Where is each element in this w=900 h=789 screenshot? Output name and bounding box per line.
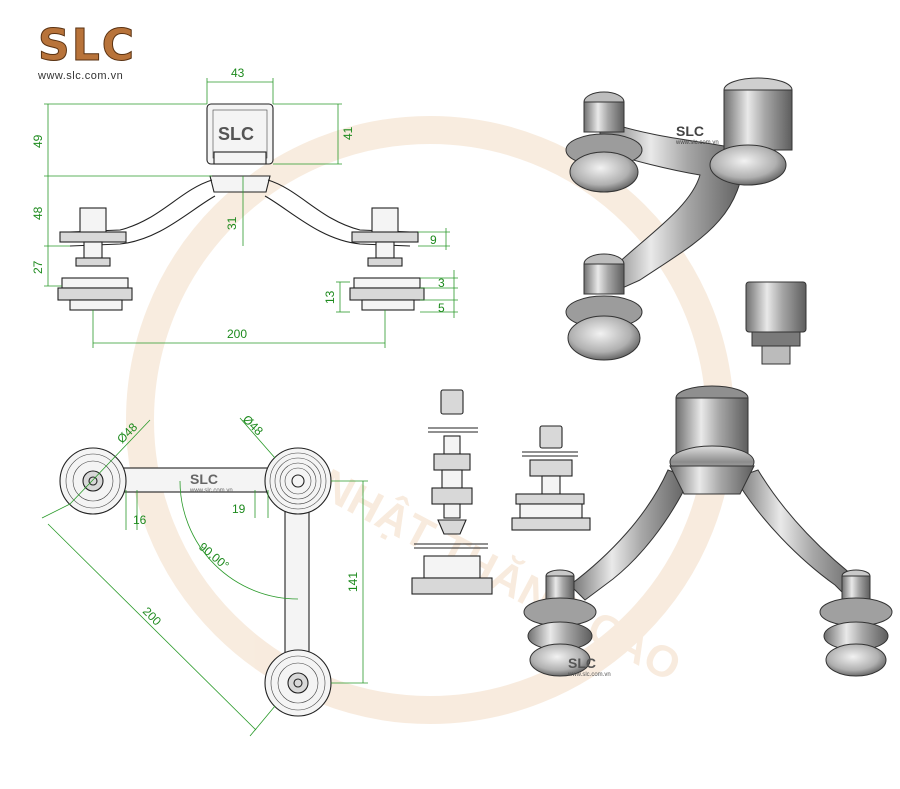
render-top-head: [723, 89, 793, 151]
dim-center-drop: 31: [225, 216, 239, 230]
render-top-arm-logo: SLC: [676, 123, 704, 139]
dim-right-3: 3: [438, 276, 445, 290]
part-cap: [440, 389, 464, 415]
dim-offset-19: 19: [232, 502, 246, 516]
plan-arm-url: www.slc.com.vn: [189, 488, 233, 494]
render-head-cap: [745, 281, 807, 365]
part-disc: [411, 577, 493, 595]
right-arm-top: [267, 179, 411, 233]
plan-arm-logo: SLC: [190, 471, 218, 487]
render-bottom-fitting-left: [523, 569, 597, 677]
dim-angle: 90,00°: [196, 540, 232, 573]
plan-arm-vertical: [284, 499, 310, 661]
dim-offset-16: 16: [133, 513, 147, 527]
dim-left-lower: 27: [31, 260, 45, 274]
dim-span: 200: [227, 327, 247, 341]
assembled-disc: [511, 517, 591, 531]
plan-arm-horizontal: [121, 467, 273, 493]
watermark-text: NHẬT THĂNG CAO: [312, 459, 689, 691]
dim-diagonal: 200: [140, 604, 164, 628]
brand-block: SLC www.slc.com.vn: [38, 20, 162, 82]
dim-top-width: 43: [231, 66, 245, 80]
dim-right-13: 13: [323, 290, 337, 304]
render-bottom-fitting-right: [819, 569, 893, 677]
head-logo: SLC: [218, 124, 254, 144]
render-bottom-url: www.slc.com.vn: [567, 672, 611, 678]
dim-right-9: 9: [430, 233, 437, 247]
dim-left-middle: 48: [31, 206, 45, 220]
dim-right-head: 41: [341, 126, 355, 140]
render-top: SLC www.slc.com.vn: [565, 77, 807, 365]
part-cone: [437, 519, 467, 535]
right-fitting: [349, 207, 425, 311]
left-fitting: [57, 207, 133, 311]
plan-view: SLC www.slc.com.vn: [41, 412, 368, 737]
render-bottom-logo: SLC: [568, 655, 596, 671]
dim-right-5: 5: [438, 301, 445, 315]
dim-left-upper: 49: [31, 134, 45, 148]
left-arm-top: [69, 179, 213, 233]
exploded-parts: [411, 389, 591, 595]
assembled-cap: [539, 425, 563, 449]
render-top-arm-url: www.slc.com.vn: [675, 140, 719, 146]
slc-logo: SLC: [38, 20, 137, 71]
front-view: SLC: [31, 66, 458, 348]
render-top-fitting-upper: [565, 91, 643, 193]
render-bottom: SLC www.slc.com.vn: [523, 385, 893, 678]
part-nut-upper: [433, 453, 471, 471]
plan-disc-center: [264, 447, 332, 515]
brand-url: www.slc.com.vn: [38, 70, 124, 82]
render-top-fitting-lower: [565, 253, 643, 361]
plan-disc-bottom: [264, 649, 332, 717]
part-cup: [423, 555, 481, 579]
dim-dia-right: Ø48: [240, 412, 266, 438]
dim-vertical: 141: [346, 572, 360, 592]
part-nut-lower: [431, 487, 473, 505]
render-top-arm: [599, 119, 746, 291]
